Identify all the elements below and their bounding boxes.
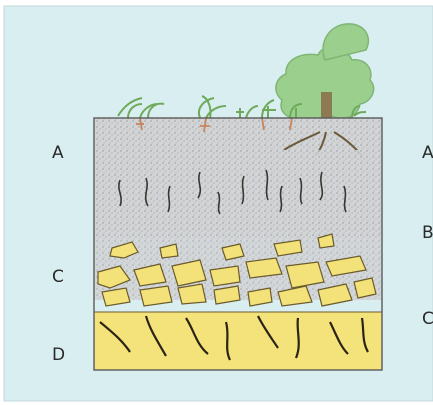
right-label-c: C	[422, 309, 433, 329]
left-label-d: D	[52, 345, 65, 365]
left-label-c: C	[52, 267, 64, 287]
left-label-a: A	[52, 143, 64, 163]
right-label-b: B	[422, 223, 433, 243]
right-label-a: A	[422, 143, 433, 163]
